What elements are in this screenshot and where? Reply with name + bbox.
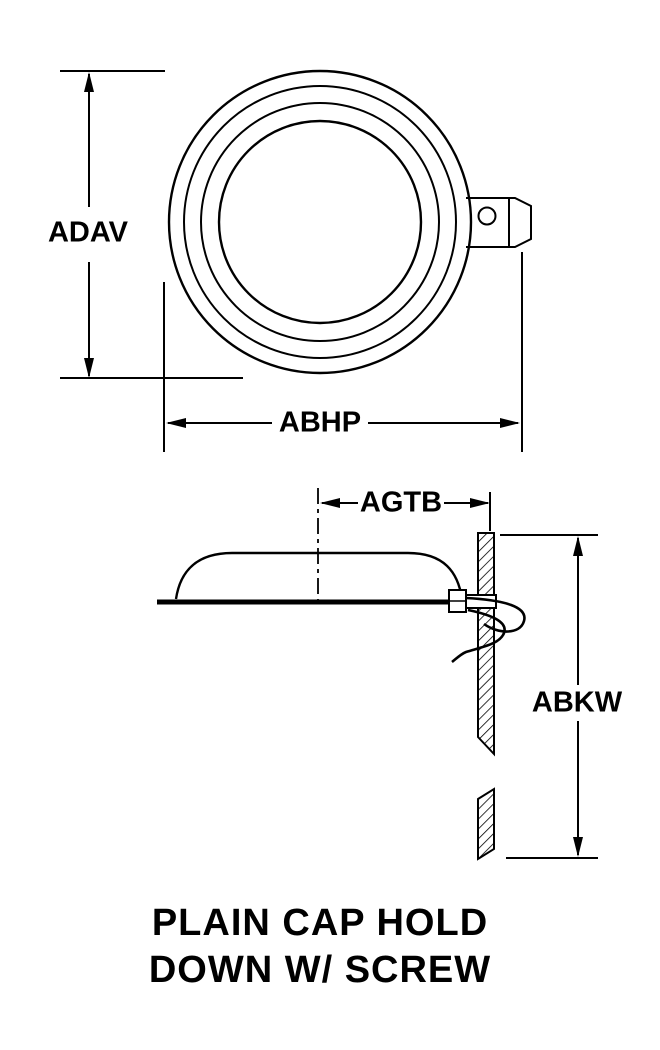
arrowhead-up bbox=[84, 72, 94, 92]
cap-dome-profile bbox=[174, 551, 464, 600]
cap-ring-3 bbox=[200, 102, 440, 342]
adav-label: ADAV bbox=[48, 217, 129, 249]
top-view-cap bbox=[167, 69, 473, 375]
caption-line-1: PLAIN CAP HOLD bbox=[152, 902, 488, 944]
arrowhead-down bbox=[573, 837, 583, 857]
cap-ring-2 bbox=[183, 85, 457, 359]
wall-lower-section bbox=[477, 787, 495, 861]
arrowhead-up bbox=[573, 536, 583, 556]
dimension-abhp: ABHP bbox=[163, 252, 523, 452]
arrowhead-right bbox=[470, 498, 490, 508]
caption-line-2: DOWN W/ SCREW bbox=[149, 949, 491, 991]
clip-upper-arm bbox=[465, 596, 526, 633]
hold-down-screw-clip bbox=[448, 589, 526, 664]
side-view-cap bbox=[157, 488, 477, 606]
arrowhead-left bbox=[320, 498, 340, 508]
abhp-label: ABHP bbox=[279, 407, 361, 439]
mounting-wall bbox=[477, 532, 495, 861]
cap-outer-rim bbox=[167, 69, 473, 375]
abkw-label: ABKW bbox=[532, 687, 623, 719]
wall-upper-section bbox=[477, 532, 495, 757]
cap-inner-circle bbox=[217, 119, 423, 325]
drawing-caption: PLAIN CAP HOLD DOWN W/ SCREW bbox=[149, 902, 491, 991]
arrowhead-right bbox=[500, 418, 520, 428]
screw-hole bbox=[477, 206, 497, 226]
agtb-label: AGTB bbox=[360, 487, 442, 519]
clip-lower-arm bbox=[451, 608, 506, 664]
dimension-agtb: AGTB bbox=[320, 487, 491, 531]
dimension-adav: ADAV bbox=[48, 70, 243, 379]
arrowhead-left bbox=[166, 418, 186, 428]
screw-end-chamfer bbox=[509, 197, 532, 248]
dimension-abkw: ABKW bbox=[500, 534, 623, 859]
arrowhead-down bbox=[84, 358, 94, 378]
screw-tab bbox=[466, 197, 532, 248]
